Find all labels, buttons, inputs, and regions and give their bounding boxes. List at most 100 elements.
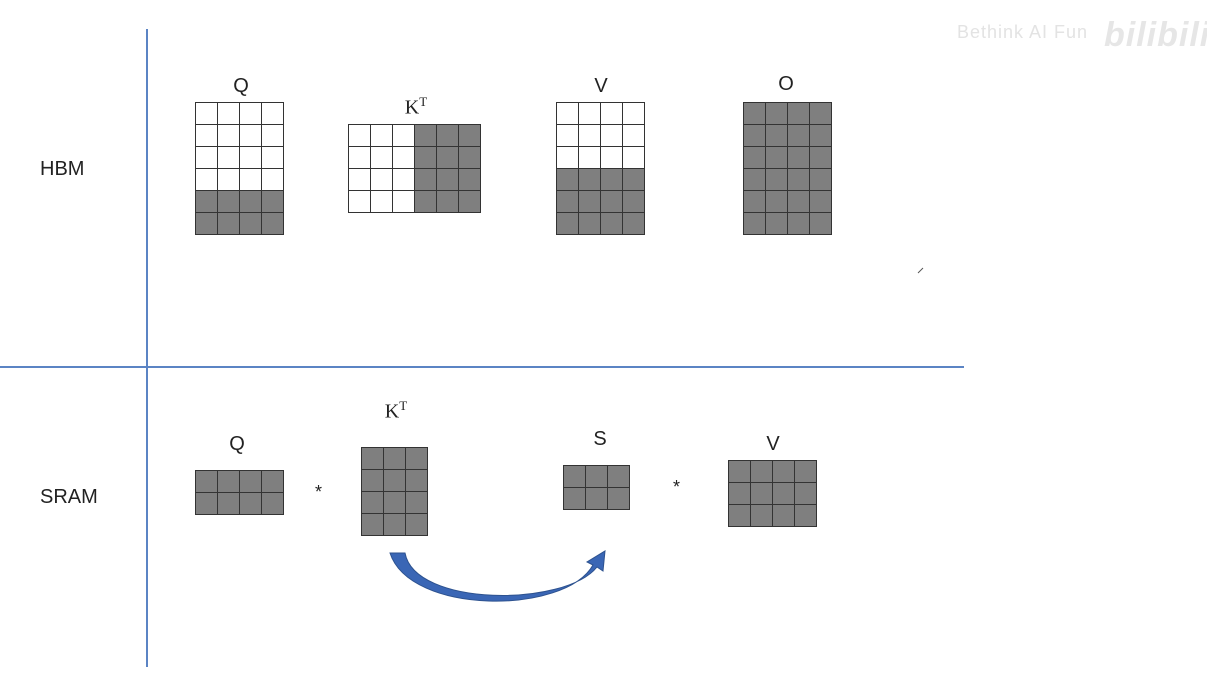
matrix-cell-filled (415, 125, 437, 147)
matrix-cell-filled (384, 448, 406, 470)
matrix-cell-empty (262, 147, 284, 169)
hbm-o-label: O (778, 73, 794, 95)
matrix-cell-filled (586, 488, 608, 510)
matrix-cell-empty (196, 125, 218, 147)
matrix-cell-filled (744, 213, 766, 235)
matrix-cell-empty (218, 169, 240, 191)
sram-s-label: S (593, 428, 607, 450)
matrix-cell-filled (810, 103, 832, 125)
sram-s-matrix (563, 465, 630, 510)
matrix-cell-filled (579, 169, 601, 191)
stray-mark (917, 267, 924, 274)
matrix-cell-filled (766, 213, 788, 235)
matrix-cell-filled (744, 169, 766, 191)
matrix-cell-filled (601, 191, 623, 213)
watermark-text: Bethink AI Fun (957, 22, 1089, 42)
matrix-cell-filled (810, 191, 832, 213)
matrix-cell-empty (349, 169, 371, 191)
matrix-cell-filled (773, 461, 795, 483)
matrix-cell-filled (788, 191, 810, 213)
matrix-cell-empty (557, 103, 579, 125)
matrix-cell-empty (196, 169, 218, 191)
matrix-cell-empty (557, 147, 579, 169)
matrix-cell-filled (766, 125, 788, 147)
matrix-cell-empty (240, 103, 262, 125)
matrix-cell-filled (557, 213, 579, 235)
matrix-cell-filled (744, 103, 766, 125)
matrix-cell-filled (406, 470, 428, 492)
matrix-cell-filled (196, 213, 218, 235)
sram-v-matrix (728, 460, 817, 527)
matrix-cell-filled (788, 125, 810, 147)
hbm-q-matrix (195, 102, 284, 235)
matrix-cell-filled (196, 493, 218, 515)
matrix-cell-filled (810, 169, 832, 191)
matrix-cell-filled (262, 213, 284, 235)
multiply-operator-1: * (315, 482, 323, 502)
matrix-cell-filled (810, 213, 832, 235)
matrix-cell-filled (262, 493, 284, 515)
matrix-cell-filled (459, 125, 481, 147)
matrix-cell-filled (362, 514, 384, 536)
matrix-cell-filled (240, 191, 262, 213)
matrix-cell-filled (601, 213, 623, 235)
matrix-cell-filled (601, 169, 623, 191)
matrix-cell-empty (579, 125, 601, 147)
matrix-cell-empty (393, 169, 415, 191)
matrix-cell-filled (262, 471, 284, 493)
hbm-kt-matrix (348, 124, 481, 213)
matrix-cell-empty (371, 125, 393, 147)
hbm-o-matrix (743, 102, 832, 235)
sram-label: SRAM (40, 486, 98, 508)
matrix-cell-filled (751, 461, 773, 483)
matrix-cell-filled (564, 466, 586, 488)
matrix-cell-empty (601, 147, 623, 169)
matrix-cell-filled (437, 125, 459, 147)
matrix-cell-filled (459, 169, 481, 191)
matrix-cell-filled (240, 213, 262, 235)
matrix-cell-filled (766, 147, 788, 169)
matrix-cell-filled (218, 493, 240, 515)
matrix-cell-filled (810, 147, 832, 169)
hbm-v-matrix (556, 102, 645, 235)
matrix-cell-filled (751, 505, 773, 527)
matrix-cell-empty (579, 103, 601, 125)
matrix-cell-empty (196, 147, 218, 169)
sram-v-label: V (766, 433, 780, 455)
matrix-cell-filled (362, 492, 384, 514)
matrix-cell-empty (393, 147, 415, 169)
matrix-cell-filled (415, 147, 437, 169)
curved-arrow-icon (389, 550, 606, 602)
matrix-cell-empty (371, 169, 393, 191)
hbm-kt-label: KT (404, 94, 428, 119)
matrix-cell-filled (406, 448, 428, 470)
horizontal-divider (0, 366, 964, 368)
sram-q-label: Q (229, 433, 245, 455)
matrix-cell-filled (623, 213, 645, 235)
matrix-cell-filled (459, 147, 481, 169)
matrix-cell-filled (362, 470, 384, 492)
matrix-cell-filled (196, 191, 218, 213)
matrix-cell-filled (788, 103, 810, 125)
matrix-cell-filled (729, 483, 751, 505)
matrix-cell-empty (393, 191, 415, 213)
matrix-cell-empty (623, 147, 645, 169)
matrix-cell-filled (218, 213, 240, 235)
matrix-cell-filled (415, 191, 437, 213)
sram-kt-label: KT (384, 398, 408, 423)
matrix-cell-empty (218, 147, 240, 169)
matrix-cell-empty (240, 147, 262, 169)
hbm-q-label: Q (233, 75, 249, 97)
matrix-cell-empty (601, 125, 623, 147)
matrix-cell-empty (623, 125, 645, 147)
matrix-cell-empty (371, 147, 393, 169)
matrix-cell-filled (751, 483, 773, 505)
matrix-cell-filled (437, 169, 459, 191)
matrix-cell-filled (788, 147, 810, 169)
matrix-cell-filled (240, 471, 262, 493)
matrix-cell-filled (766, 103, 788, 125)
matrix-cell-filled (579, 213, 601, 235)
matrix-cell-filled (788, 169, 810, 191)
matrix-cell-empty (349, 147, 371, 169)
matrix-cell-filled (766, 169, 788, 191)
